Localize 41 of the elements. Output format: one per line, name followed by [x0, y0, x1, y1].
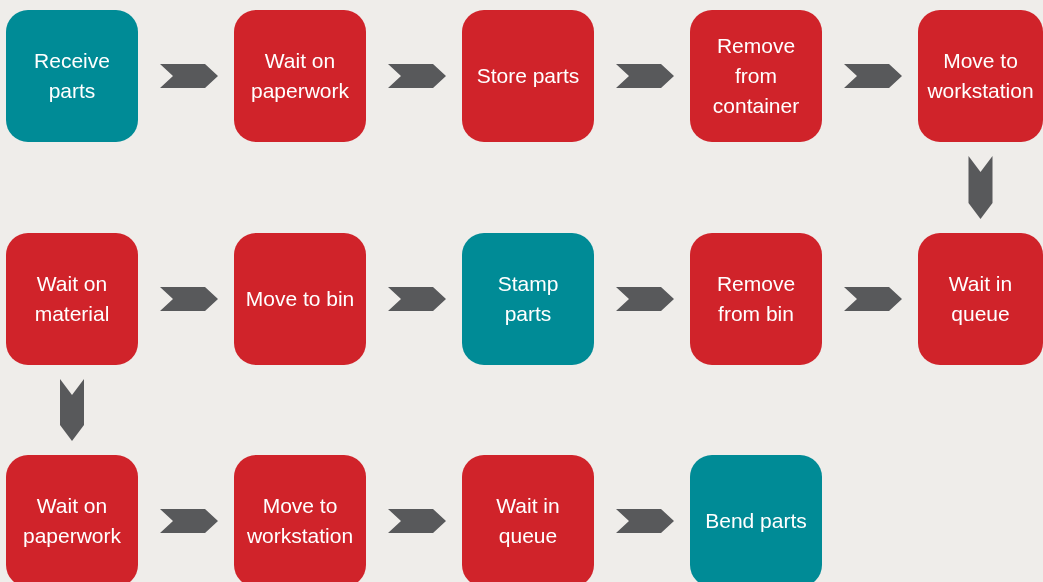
process-box	[234, 233, 366, 365]
step-label: Receive parts	[33, 48, 111, 104]
chevron-arrow	[388, 509, 446, 533]
step-label: Wait on paperwork	[21, 493, 123, 549]
process-box	[690, 233, 822, 365]
step-label: Wait on paperwork	[249, 48, 351, 104]
process-box	[918, 10, 1043, 142]
chevron-arrow	[60, 379, 84, 441]
process-box	[6, 455, 138, 582]
chevron-arrow	[388, 287, 446, 311]
process-box	[6, 233, 138, 365]
process-box	[462, 233, 594, 365]
step-label: Wait in queue	[495, 493, 561, 549]
step-label: Wait on material	[33, 271, 111, 327]
process-box	[462, 455, 594, 582]
step-label: Store parts	[476, 63, 580, 89]
step-label: Stamp parts	[496, 271, 560, 327]
chevron-arrow	[616, 287, 674, 311]
chevron-arrow	[160, 509, 218, 533]
step-label: Remove from container	[711, 33, 801, 119]
process-box	[6, 10, 138, 142]
process-box	[234, 10, 366, 142]
chevron-arrow	[616, 64, 674, 88]
process-box	[690, 455, 822, 582]
step-label: Remove from bin	[715, 271, 797, 327]
chevron-arrow	[160, 287, 218, 311]
chevron-arrow	[844, 287, 902, 311]
process-box	[690, 10, 822, 142]
step-label: Move to workstation	[926, 48, 1035, 104]
step-label: Bend parts	[705, 508, 807, 534]
chevron-arrow	[388, 64, 446, 88]
chevron-arrow	[616, 509, 674, 533]
step-label: Wait in queue	[947, 271, 1014, 327]
process-box	[462, 10, 594, 142]
chevron-arrow	[844, 64, 902, 88]
step-label: Move to workstation	[245, 493, 355, 549]
process-box	[234, 455, 366, 582]
step-label: Move to bin	[245, 286, 355, 312]
chevron-arrow	[968, 156, 993, 219]
chevron-arrow	[160, 64, 218, 88]
process-box	[918, 233, 1043, 365]
